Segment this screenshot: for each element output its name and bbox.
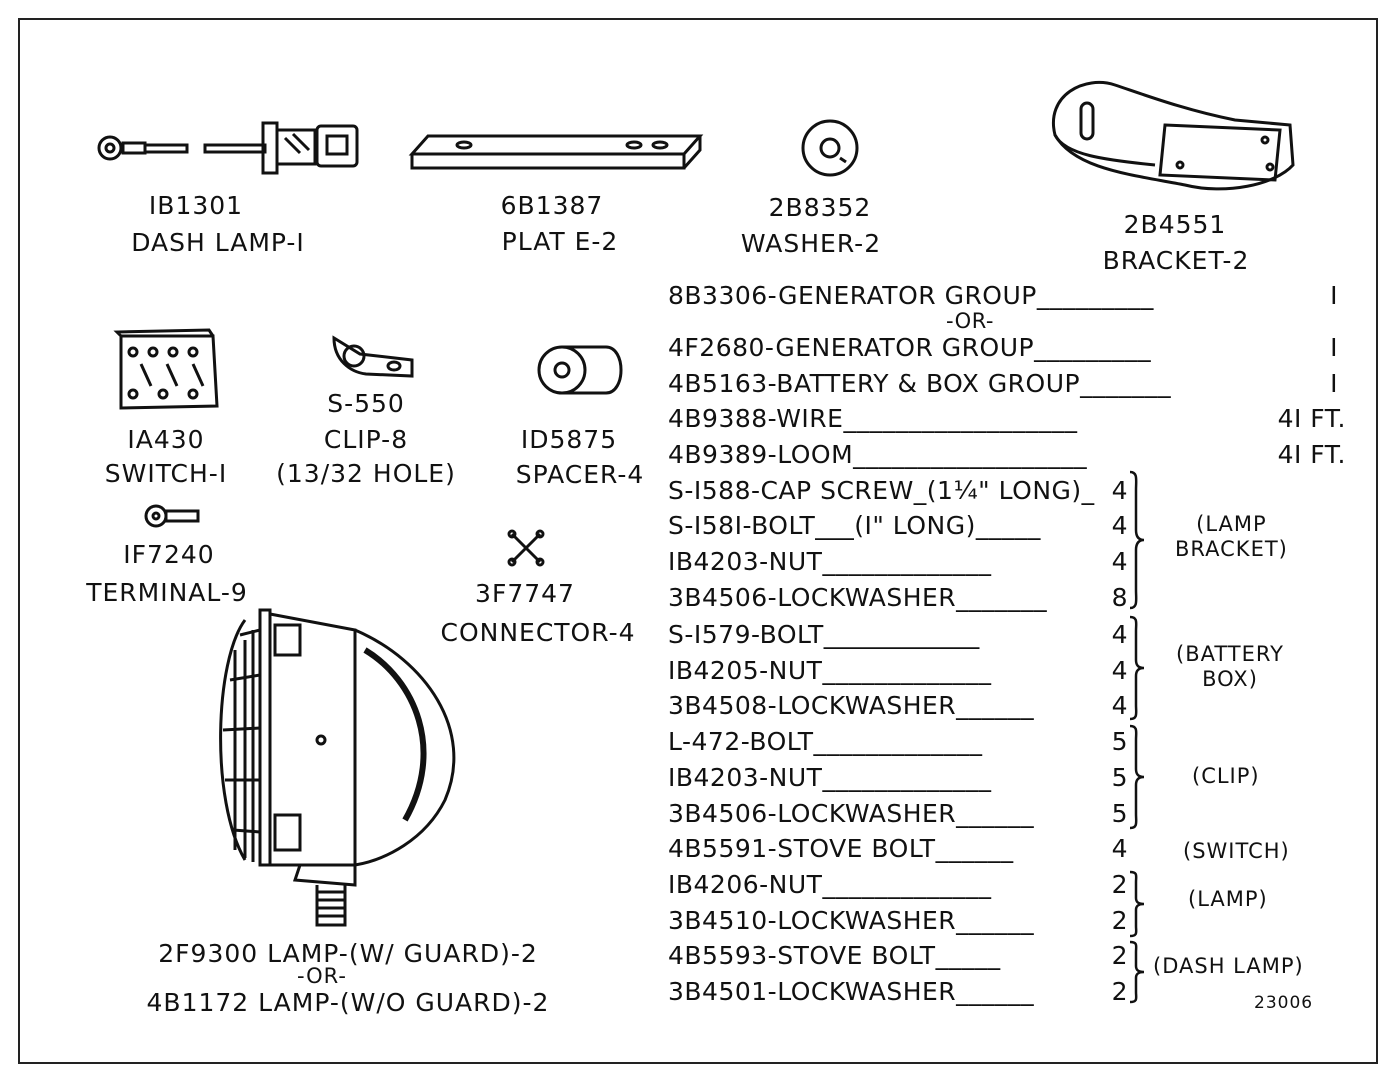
switch-name: SWITCH-I [104, 459, 228, 488]
group-label: (LAMP) [1188, 887, 1268, 911]
list-row: 3B4501-LOCKWASHER______2 [668, 977, 1128, 1006]
list-row: 8B3306-GENERATOR GROUP_________I [668, 281, 1338, 310]
group-label: (SWITCH) [1183, 839, 1290, 863]
spacer-number: ID5875 [520, 425, 618, 454]
clip-number: S-550 [327, 389, 405, 418]
spacer-name: SPACER-4 [515, 460, 645, 489]
group-lamp: (LAMP) [1188, 887, 1268, 912]
list-row: 4B5591-STOVE BOLT______4 [668, 834, 1128, 863]
dash-lamp-drawing [97, 121, 359, 175]
group-label: (CLIP) [1192, 764, 1260, 788]
diagram-frame [18, 18, 1378, 1064]
brace-lamp-bracket [1129, 470, 1145, 610]
list-row: 3B4508-LOCKWASHER______4 [668, 691, 1128, 720]
list-row: 3B4506-LOCKWASHER______5 [668, 799, 1128, 828]
brace-lamp [1129, 870, 1145, 938]
bracket-number: 2B4551 [1123, 210, 1227, 239]
group-switch: (SWITCH) [1183, 839, 1290, 864]
group-label: (LAMP BRACKET) [1175, 512, 1288, 562]
list-row: IB4203-NUT_____________4 [668, 547, 1128, 576]
dash-lamp-name: DASH LAMP-I [131, 228, 305, 257]
washer-drawing [801, 119, 859, 177]
lamp-without-guard: 4B1172 LAMP-(W/O GUARD)-2 [146, 988, 550, 1017]
clip-name: CLIP-8 [323, 425, 409, 454]
spacer-drawing [537, 345, 623, 395]
group-battery-box: (BATTERY BOX) [1176, 642, 1284, 692]
list-row: 3B4510-LOCKWASHER______2 [668, 906, 1128, 935]
bracket-name: BRACKET-2 [1102, 246, 1250, 275]
brace-battery-box [1129, 615, 1145, 721]
headlamp-drawing [219, 608, 456, 927]
list-row: IB4203-NUT_____________5 [668, 763, 1128, 792]
list-row: L-472-BOLT_____________5 [668, 727, 1128, 756]
group-clip: (CLIP) [1192, 764, 1260, 789]
group-label: (DASH LAMP) [1153, 954, 1304, 978]
list-row: 3B4506-LOCKWASHER_______8 [668, 583, 1128, 612]
washer-number: 2B8352 [768, 193, 872, 222]
terminal-name: TERMINAL-9 [86, 578, 248, 607]
brace-clip [1129, 724, 1145, 830]
brace-dash-lamp [1129, 940, 1145, 1004]
plate-name: PLAT E-2 [501, 227, 619, 256]
clip-hole-note: (13/32 HOLE) [276, 459, 456, 488]
lamp-with-guard: 2F9300 LAMP-(W/ GUARD)-2 [158, 939, 538, 968]
switch-drawing [113, 328, 219, 410]
terminal-number: IF7240 [123, 540, 215, 569]
dash-lamp-number: IB1301 [148, 191, 244, 220]
list-row: IB4206-NUT_____________2 [668, 870, 1128, 899]
washer-name: WASHER-2 [740, 229, 882, 258]
group-lamp-bracket: (LAMP BRACKET) [1175, 512, 1288, 562]
list-row: 4B5593-STOVE BOLT_____2 [668, 941, 1128, 970]
list-row: 4F2680-GENERATOR GROUP_________I [668, 333, 1338, 362]
list-row-or: -OR- [946, 309, 995, 333]
list-row: S-I58I-BOLT___(I" LONG)_____4 [668, 511, 1128, 540]
list-row: 4B9388-WIRE__________________4I FT. [668, 404, 1346, 433]
list-row: 4B9389-LOOM__________________4I FT. [668, 440, 1346, 469]
plate-number: 6B1387 [500, 191, 604, 220]
list-row: IB4205-NUT_____________4 [668, 656, 1128, 685]
plate-drawing [408, 134, 704, 170]
clip-drawing [332, 335, 414, 378]
list-row: S-I588-CAP SCREW_(1¼" LONG)_4 [668, 476, 1128, 505]
list-row: S-I579-BOLT____________4 [668, 620, 1128, 649]
connector-name: CONNECTOR-4 [440, 618, 636, 647]
connector-drawing [507, 529, 545, 567]
terminal-drawing [144, 504, 200, 528]
lamp-or: -OR- [296, 964, 348, 988]
bracket-drawing [1051, 80, 1295, 191]
switch-number: IA430 [127, 425, 205, 454]
group-label: (BATTERY BOX) [1176, 642, 1284, 692]
connector-number: 3F7747 [475, 579, 575, 608]
list-row: 4B5163-BATTERY & BOX GROUP_______I [668, 369, 1338, 398]
group-dash-lamp: (DASH LAMP) [1153, 954, 1304, 979]
figure-number: 23006 [1254, 993, 1314, 1013]
